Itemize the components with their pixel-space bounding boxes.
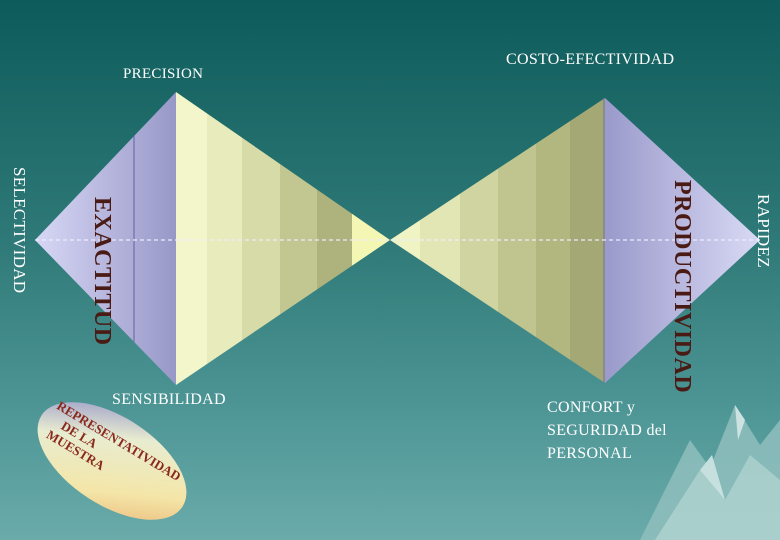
costo-efectividad-label: COSTO-EFECTIVIDAD: [506, 51, 674, 69]
precision-label: PRECISION: [123, 66, 203, 83]
confort-label: CONFORT y SEGURIDAD del PERSONAL: [547, 396, 727, 465]
productividad-label: PRODUCTIVIDAD: [668, 180, 695, 393]
rapidez-label: RAPIDEZ: [753, 194, 773, 268]
sensibilidad-label: SENSIBILIDAD: [112, 391, 226, 409]
confort-line-2: SEGURIDAD del: [547, 419, 727, 442]
confort-line-1: CONFORT y: [547, 396, 727, 419]
selectividad-label: SELECTIVIDAD: [9, 167, 29, 293]
exactitud-label: EXACTITUD: [88, 197, 115, 346]
confort-line-3: PERSONAL: [547, 442, 727, 465]
